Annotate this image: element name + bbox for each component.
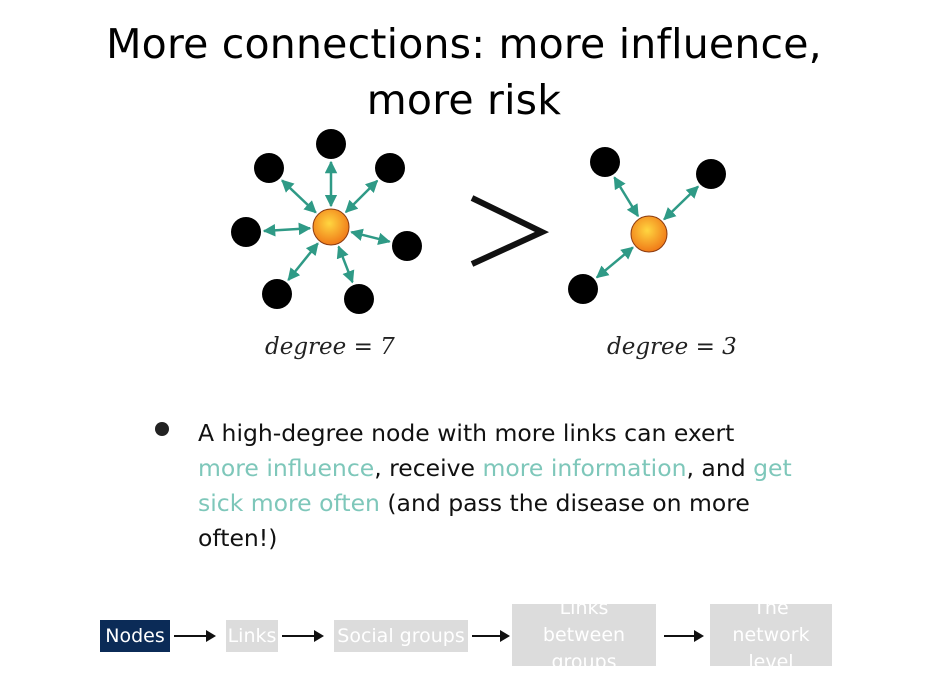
flow-step-label: Nodes <box>105 624 165 647</box>
leaf-node <box>375 153 405 183</box>
bullet-point: A high-degree node with more links can e… <box>155 416 795 556</box>
title-line-2: more risk <box>366 76 562 124</box>
bullet-icon <box>155 422 169 436</box>
center-node <box>630 215 668 253</box>
flow-step-links-between-groups[interactable]: Links between groups <box>512 597 656 673</box>
edge-arrow <box>595 246 634 279</box>
edge-arrow <box>344 179 379 214</box>
greater-than-symbol <box>470 195 550 267</box>
flow-step-links[interactable]: Links <box>226 620 278 652</box>
edge-arrow <box>350 228 391 245</box>
leaf-node <box>254 153 284 183</box>
leaf-node <box>316 129 346 159</box>
flow-step-label: Links between groups <box>542 596 626 673</box>
edge-arrow <box>262 222 312 237</box>
star-graph-degree-7 <box>231 129 422 314</box>
center-node <box>312 208 350 246</box>
leaf-node <box>392 231 422 261</box>
right-degree-label: degree = 3 <box>607 334 737 360</box>
star-graph-degree-3 <box>568 147 726 304</box>
flow-step-label: The network level <box>732 596 810 673</box>
title-line-1: More connections: more influence, <box>106 20 822 68</box>
leaf-node <box>590 147 620 177</box>
edge-arrow <box>281 179 317 214</box>
slide-title: More connections: more influence, more r… <box>0 16 928 128</box>
bullet-text-3: , and <box>686 454 754 482</box>
bullet-text-2: , receive <box>374 454 483 482</box>
flow-step-social-groups[interactable]: Social groups <box>334 620 468 652</box>
bullet-text-4: (and pass the disease on more often!) <box>198 489 750 552</box>
leaf-node <box>262 279 292 309</box>
highlight-more-information: more information <box>482 454 687 482</box>
bullet-text: A high-degree node with more links can e… <box>198 416 795 556</box>
edge-arrow <box>663 185 699 221</box>
edge-arrow <box>613 176 640 218</box>
leaf-node <box>231 217 261 247</box>
edge-arrow <box>287 242 319 281</box>
highlight-more-influence: more influence <box>198 454 375 482</box>
leaf-node <box>568 274 598 304</box>
flow-step-label: Social groups <box>337 624 465 647</box>
left-degree-label: degree = 7 <box>265 334 395 360</box>
bullet-text-1: A high-degree node with more links can e… <box>198 419 735 447</box>
edge-arrow <box>336 245 355 284</box>
flow-step-network-level[interactable]: The network level <box>710 597 832 673</box>
leaf-node <box>344 284 374 314</box>
flow-step-label: Links <box>227 624 277 647</box>
flow-step-nodes[interactable]: Nodes <box>100 620 170 652</box>
highlight-get-sick: get sick more often <box>198 454 792 517</box>
leaf-node <box>696 159 726 189</box>
